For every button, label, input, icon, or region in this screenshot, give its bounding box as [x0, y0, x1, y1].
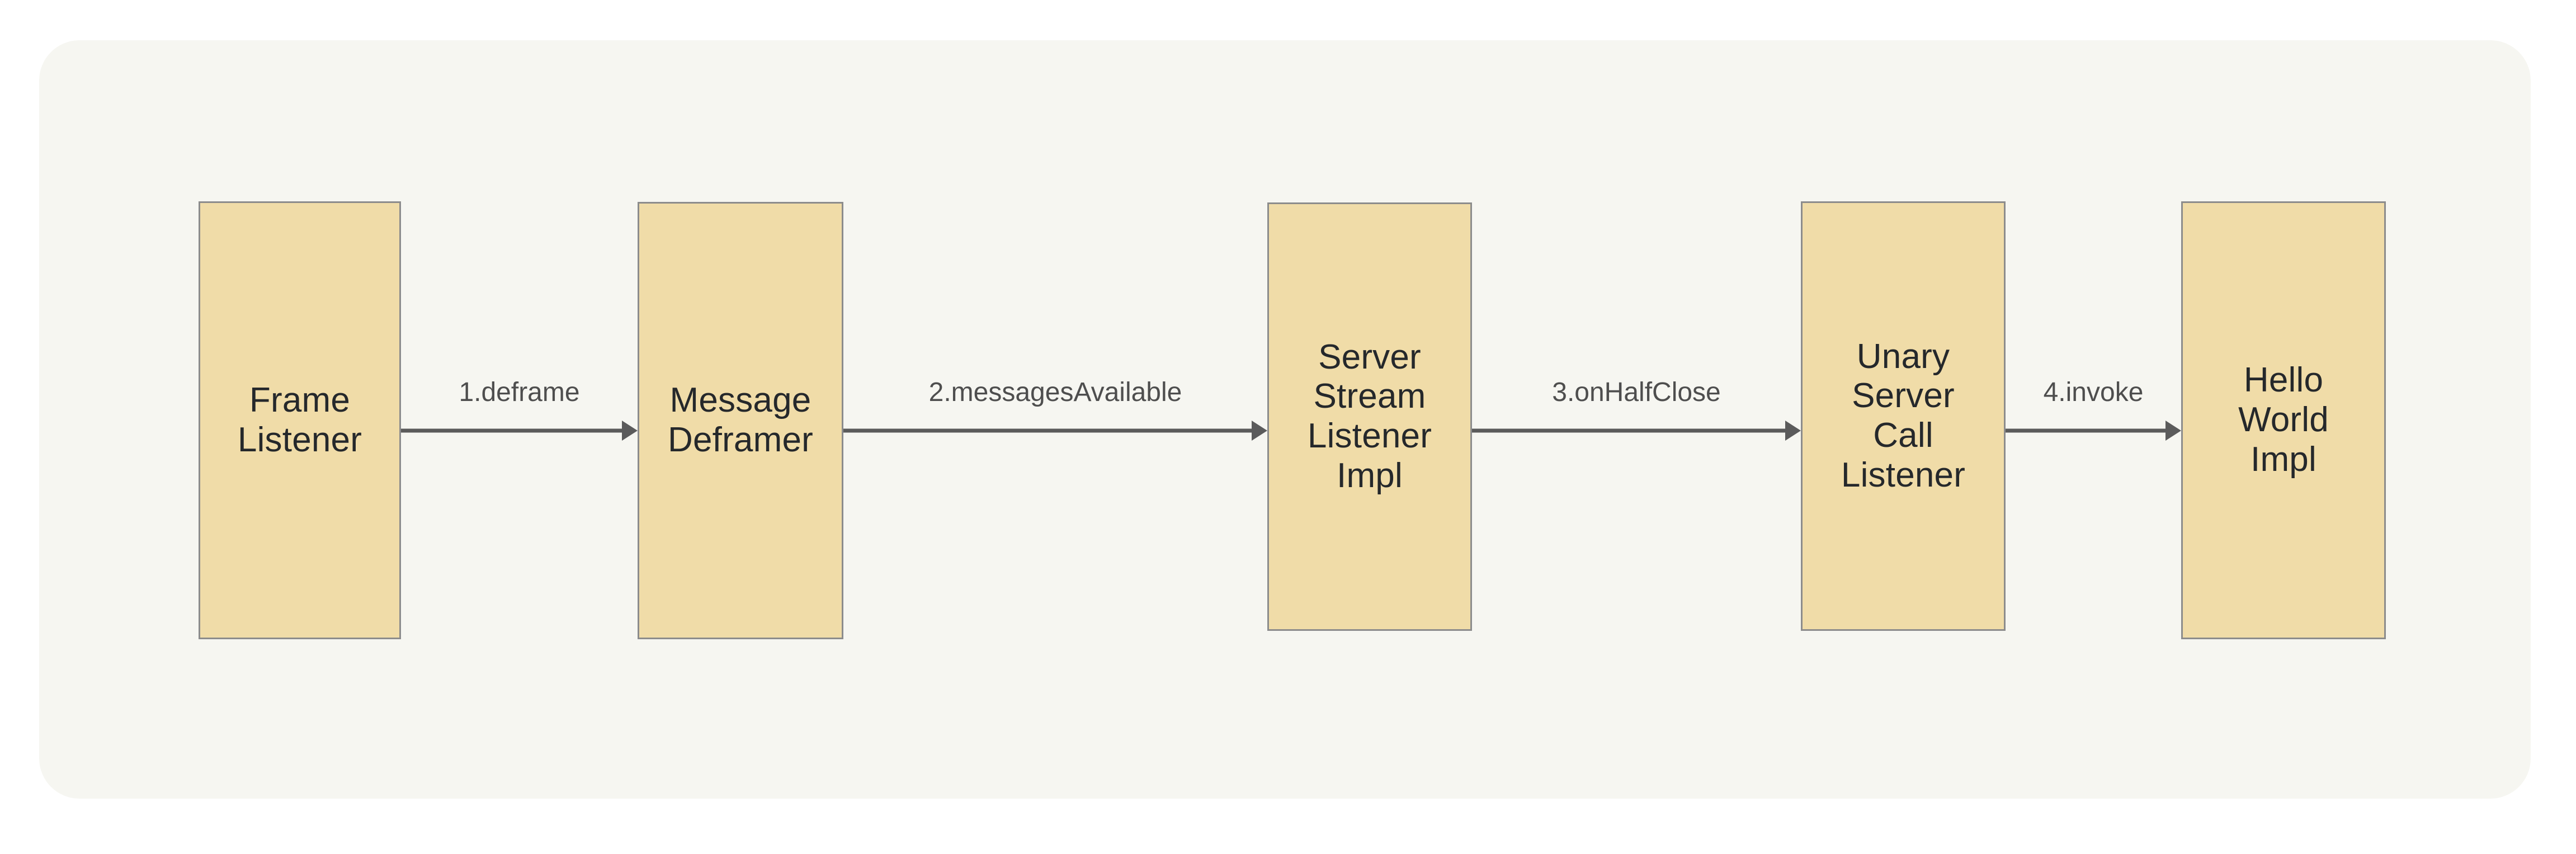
edge-label-on-half-close: 3.onHalfClose — [1552, 378, 1721, 407]
arrow-icon — [2006, 421, 2181, 441]
node-unary-server-call-listener[interactable]: Unary Server Call Listener — [1801, 201, 2006, 631]
node-label-line: Hello — [2243, 361, 2324, 400]
arrow-icon — [401, 421, 638, 441]
edge-frame-listener-to-message-deframer — [401, 391, 638, 470]
node-label-line: World — [2238, 400, 2329, 440]
node-label-line: Deframer — [668, 421, 813, 459]
node-server-stream-listener-impl[interactable]: Server Stream Listener Impl — [1267, 202, 1472, 631]
node-label-line: Unary — [1856, 337, 1950, 376]
node-label-line: Listener — [237, 420, 362, 459]
node-hello-world-impl[interactable]: Hello World Impl — [2181, 201, 2386, 639]
node-label-line: Impl — [2251, 440, 2316, 479]
node-label-line: Server — [1852, 376, 1955, 416]
node-label-line: Impl — [1337, 456, 1403, 495]
edge-message-deframer-to-server-stream-listener — [843, 391, 1267, 470]
edge-label-invoke: 4.invoke — [2043, 378, 2144, 407]
node-label-line: Listener — [1307, 417, 1432, 455]
node-label-line: Stream — [1313, 377, 1426, 416]
node-label-line: Server — [1318, 337, 1421, 376]
node-label-line: Listener — [1841, 455, 1966, 494]
node-label-line: Message — [669, 381, 812, 420]
edge-server-stream-listener-to-unary-server-call — [1472, 391, 1801, 470]
node-label-line: Frame — [249, 380, 351, 419]
node-frame-listener[interactable]: Frame Listener — [199, 201, 401, 639]
arrow-icon — [1472, 421, 1801, 441]
edge-unary-server-call-to-hello-world-impl — [2006, 391, 2181, 470]
edge-label-deframe: 1.deframe — [459, 378, 580, 407]
edge-label-messages-available: 2.messagesAvailable — [928, 378, 1182, 407]
node-message-deframer[interactable]: Message Deframer — [638, 202, 843, 639]
node-label-line: Call — [1873, 416, 1933, 455]
arrow-icon — [843, 421, 1267, 441]
